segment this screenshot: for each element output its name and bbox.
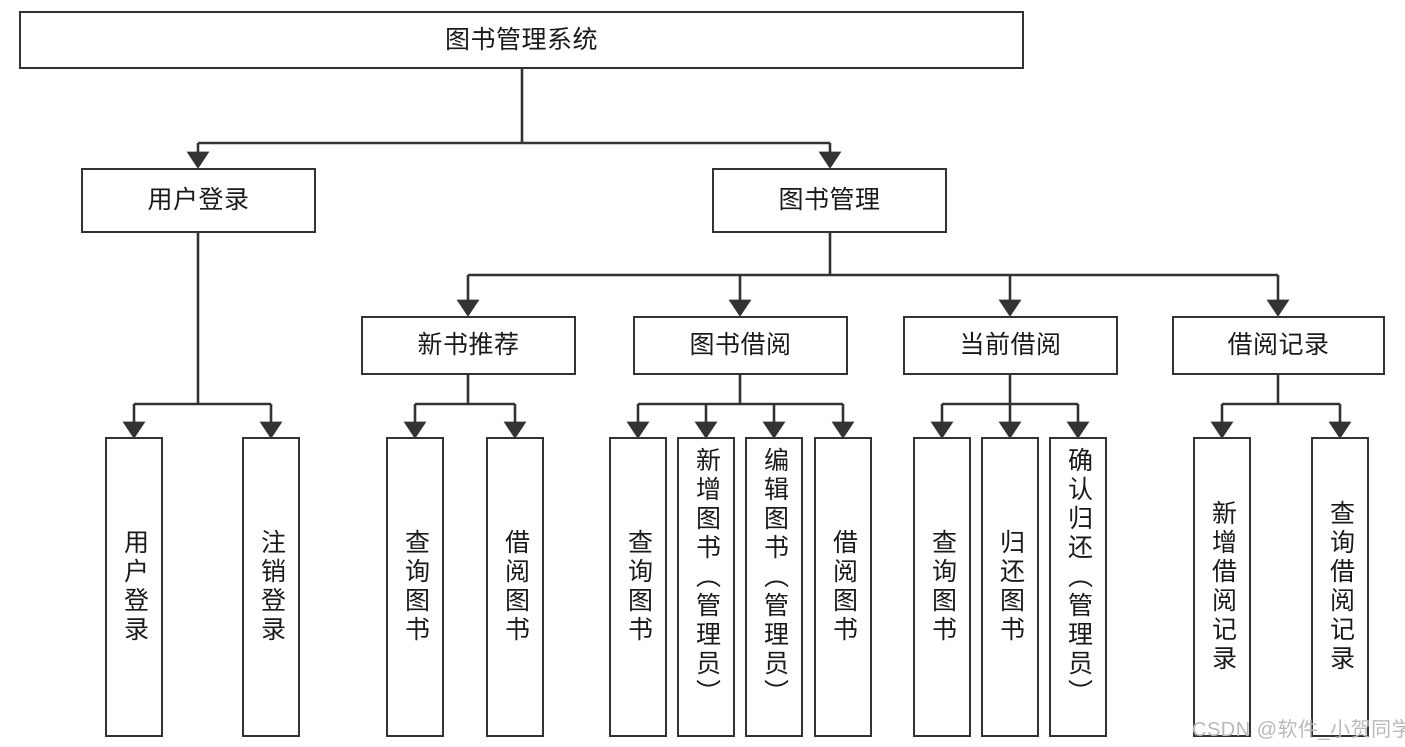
node-leaf-query-book-recommend-label: 查询图书 [401, 529, 430, 645]
node-leaf-logout[interactable]: 注销登录 [242, 437, 300, 737]
node-leaf-user-login[interactable]: 用户登录 [105, 437, 163, 737]
node-leaf-user-login-label: 用户登录 [120, 529, 149, 645]
node-user-login[interactable]: 用户登录 [81, 168, 316, 233]
node-leaf-confirm-return[interactable]: 确认归还（管理员） [1049, 437, 1107, 737]
node-leaf-query-book-borrow-label: 查询图书 [624, 529, 653, 645]
node-book-manage-label: 图书管理 [778, 186, 881, 215]
node-leaf-return-book-label: 归还图书 [996, 529, 1025, 645]
node-root-label: 图书管理系统 [444, 25, 598, 54]
node-leaf-return-book[interactable]: 归还图书 [981, 437, 1039, 737]
node-root[interactable]: 图书管理系统 [19, 11, 1024, 69]
node-leaf-add-book-label: 新增图书（管理员） [692, 447, 721, 708]
node-leaf-confirm-return-label: 确认归还（管理员） [1064, 447, 1093, 708]
csdn-watermark: CSDN @软件_小贺同学 [1192, 719, 1405, 741]
node-leaf-borrow-book-recommend-label: 借阅图书 [501, 529, 530, 645]
node-leaf-edit-book-label: 编辑图书（管理员） [760, 447, 789, 708]
node-leaf-borrow-book-label: 借阅图书 [829, 529, 858, 645]
node-borrow-record[interactable]: 借阅记录 [1172, 316, 1385, 375]
node-leaf-query-book-borrow[interactable]: 查询图书 [609, 437, 667, 737]
node-current-borrow-label: 当前借阅 [959, 331, 1062, 360]
node-leaf-add-borrow-record[interactable]: 新增借阅记录 [1193, 437, 1251, 737]
node-book-borrow-label: 图书借阅 [689, 331, 792, 360]
node-new-book-recommend[interactable]: 新书推荐 [361, 316, 576, 375]
node-leaf-logout-label: 注销登录 [257, 529, 286, 645]
node-book-borrow[interactable]: 图书借阅 [633, 316, 848, 375]
node-leaf-query-book-current-label: 查询图书 [928, 529, 957, 645]
node-leaf-add-book[interactable]: 新增图书（管理员） [677, 437, 735, 737]
node-leaf-add-borrow-record-label: 新增借阅记录 [1208, 500, 1237, 674]
node-book-manage[interactable]: 图书管理 [712, 168, 947, 233]
node-new-book-recommend-label: 新书推荐 [417, 331, 520, 360]
node-leaf-query-borrow-record[interactable]: 查询借阅记录 [1311, 437, 1369, 737]
node-leaf-query-borrow-record-label: 查询借阅记录 [1326, 500, 1355, 674]
node-leaf-borrow-book-recommend[interactable]: 借阅图书 [486, 437, 544, 737]
node-leaf-query-book-current[interactable]: 查询图书 [913, 437, 971, 737]
node-user-login-label: 用户登录 [147, 186, 250, 215]
node-leaf-edit-book[interactable]: 编辑图书（管理员） [745, 437, 803, 737]
node-borrow-record-label: 借阅记录 [1227, 331, 1330, 360]
node-leaf-query-book-recommend[interactable]: 查询图书 [386, 437, 444, 737]
node-current-borrow[interactable]: 当前借阅 [903, 316, 1118, 375]
node-leaf-borrow-book[interactable]: 借阅图书 [814, 437, 872, 737]
